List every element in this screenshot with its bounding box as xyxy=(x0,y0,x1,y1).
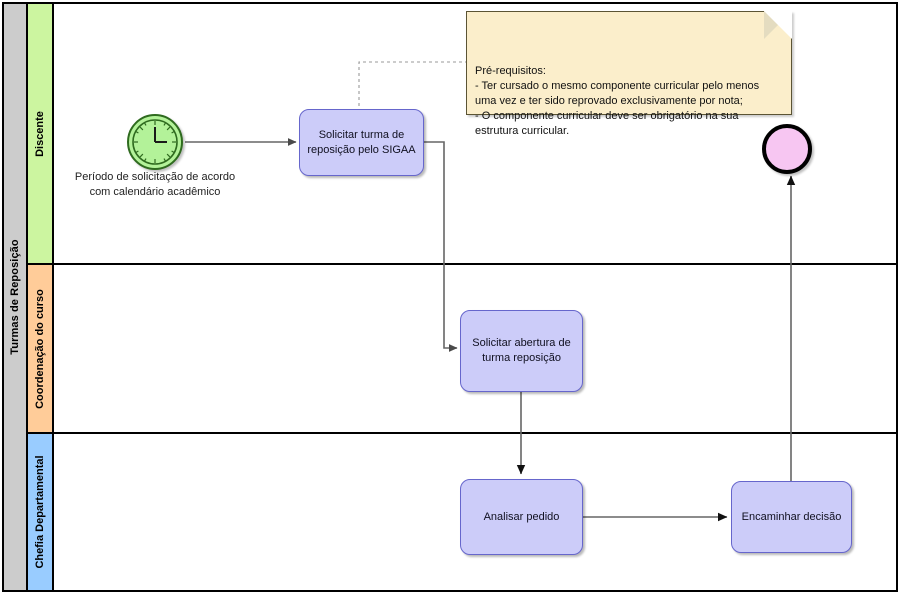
task-solicitar-abertura-turma-reposicao[interactable]: Solicitar abertura de turma reposição xyxy=(460,310,583,392)
note-fold-icon xyxy=(764,11,792,39)
lane-title-discente: Discente xyxy=(34,110,46,157)
pool-title: Turmas de Reposição xyxy=(9,239,21,355)
lane-title-coordenacao: Coordenação do curso xyxy=(34,288,46,409)
end-event[interactable] xyxy=(762,124,812,174)
note-pre-requisitos: Pré-requisitos: - Ter cursado o mesmo co… xyxy=(466,11,792,137)
lane-title-chefia: Chefia Departamental xyxy=(34,455,46,569)
pool-header: Turmas de Reposição xyxy=(4,4,28,590)
task-solicitar-turma-reposicao-sigaa[interactable]: Solicitar turma de reposição pelo SIGAA xyxy=(299,109,424,176)
note-text: Pré-requisitos: - Ter cursado o mesmo co… xyxy=(475,64,760,138)
lane-header-discente: Discente xyxy=(28,4,54,263)
lane-header-coordenacao: Coordenação do curso xyxy=(28,265,54,432)
task-encaminhar-decisao[interactable]: Encaminhar decisão xyxy=(731,481,852,553)
lane-header-chefia: Chefia Departamental xyxy=(28,434,54,590)
clock-icon xyxy=(132,119,178,165)
task-analisar-pedido[interactable]: Analisar pedido xyxy=(460,479,583,555)
start-event-label: Período de solicitação de acordo com cal… xyxy=(74,171,236,198)
timer-start-event[interactable] xyxy=(127,114,183,170)
